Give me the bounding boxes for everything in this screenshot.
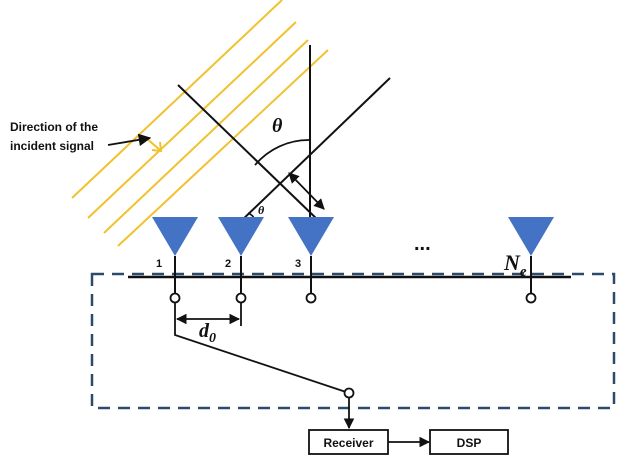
receiver-block: Receiver [308,429,389,455]
antenna-2-label: 2 [225,258,231,270]
theta-large-label: θ [272,115,283,137]
wavefront-3 [103,39,309,234]
theta-large-arc [254,139,311,166]
antenna-element-ne: Ne [503,217,554,304]
antenna-2-port [235,292,247,304]
theta-small-label: θ [258,203,265,217]
spacing-label: d0 [199,320,216,346]
combiner-node [343,387,355,399]
path-difference-arrow [288,172,325,210]
dsp-block: DSP [429,429,509,455]
antenna-ne-label: Ne [503,250,527,280]
incident-label-arrow [107,133,152,147]
wavefront-1 [71,0,283,199]
antenna-2-triangle [218,217,264,256]
combiner-line [174,326,347,393]
array-ellipsis: ... [414,233,431,255]
geometry-lines [177,45,391,230]
wavefronts [71,0,329,247]
wavefront-4 [117,49,329,247]
wavefront-2 [87,21,297,219]
antenna-element-3: 3 [288,217,334,304]
dsp-label: DSP [457,436,482,450]
antenna-ne-port [525,292,537,304]
incident-signal-label-line1: Direction of the [10,120,98,134]
antenna-3-label: 3 [295,258,301,270]
antenna-3-port [305,292,317,304]
antenna-1-triangle [152,217,198,256]
ray-line [177,84,321,223]
antenna-1-port [169,292,181,304]
receiver-label: Receiver [323,436,373,450]
reference-line [237,77,391,225]
receiver-enclosure [90,272,616,410]
antenna-element-1: 1 [152,217,198,304]
antenna-element-2: 2 [218,217,264,304]
antenna-3-triangle [288,217,334,256]
incident-signal-label-line2: incident signal [10,139,94,153]
antenna-ne-triangle [508,217,554,256]
antenna-1-label: 1 [156,258,162,270]
